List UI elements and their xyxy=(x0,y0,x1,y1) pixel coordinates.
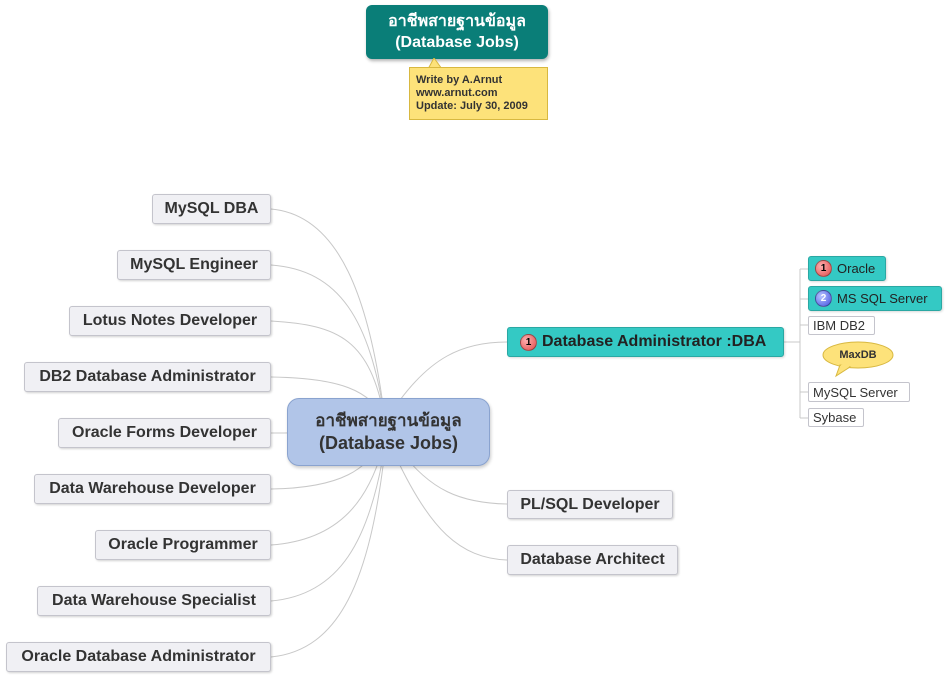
topic-mysql-dba[interactable]: MySQL DBA xyxy=(152,194,271,224)
topic-mysql-engineer[interactable]: MySQL Engineer xyxy=(117,250,271,280)
link-dba xyxy=(399,341,508,401)
topic-dba-label: Database Administrator :DBA xyxy=(542,333,767,350)
subtopic-ms-sql-server[interactable]: 2 MS SQL Server xyxy=(808,286,942,311)
author-note[interactable]: Write by A.Arnut www.arnut.com Update: J… xyxy=(409,67,548,120)
subtopic-mssql-label: MS SQL Server xyxy=(837,291,928,306)
link-dba-bracket xyxy=(784,268,808,419)
note-author: Write by A.Arnut xyxy=(416,74,503,86)
topic-db2-database-administrator[interactable]: DB2 Database Administrator xyxy=(24,362,271,392)
topic-database-administrator[interactable]: 1 Database Administrator :DBA xyxy=(507,327,784,357)
central-topic[interactable]: อาชีพสายฐานข้อมูล (Database Jobs) xyxy=(287,398,490,466)
map-title[interactable]: อาชีพสายฐานข้อมูล (Database Jobs) xyxy=(366,5,548,59)
subtopic-mysql-server[interactable]: MySQL Server xyxy=(808,382,910,402)
priority-2-icon: 2 xyxy=(815,290,832,307)
link-dw-specialist xyxy=(270,444,386,602)
topic-oracle-programmer[interactable]: Oracle Programmer xyxy=(95,530,271,560)
central-topic-line2: (Database Jobs) xyxy=(318,433,459,453)
topic-database-architect[interactable]: Database Architect xyxy=(507,545,678,575)
topic-data-warehouse-developer[interactable]: Data Warehouse Developer xyxy=(34,474,271,504)
subtopic-oracle-label: Oracle xyxy=(837,261,876,276)
subtopic-oracle[interactable]: 1 Oracle xyxy=(808,256,886,281)
maxdb-callout-shape xyxy=(822,341,894,378)
link-mysql-engineer xyxy=(270,264,386,421)
link-oracle-dba xyxy=(270,449,386,658)
map-title-line1: อาชีพสายฐานข้อมูล xyxy=(388,13,526,30)
priority-1-icon: 1 xyxy=(815,260,832,277)
priority-1-icon: 1 xyxy=(520,333,537,351)
link-mysql-dba xyxy=(270,208,386,421)
subtopic-ibm-db2[interactable]: IBM DB2 xyxy=(808,316,875,335)
note-update-date: Update: July 30, 2009 xyxy=(416,100,528,112)
map-title-line2: (Database Jobs) xyxy=(395,34,519,51)
link-architect xyxy=(394,454,508,561)
link-lotus-notes xyxy=(270,320,386,421)
topic-oracle-database-administrator[interactable]: Oracle Database Administrator xyxy=(6,642,271,672)
topic-plsql-developer[interactable]: PL/SQL Developer xyxy=(507,490,673,519)
note-website: www.arnut.com xyxy=(416,87,498,99)
topic-oracle-forms-developer[interactable]: Oracle Forms Developer xyxy=(58,418,271,448)
topic-data-warehouse-specialist[interactable]: Data Warehouse Specialist xyxy=(37,586,271,616)
subtopic-sybase[interactable]: Sybase xyxy=(808,408,864,427)
topic-lotus-notes-developer[interactable]: Lotus Notes Developer xyxy=(69,306,271,336)
callout-maxdb[interactable]: MaxDB xyxy=(839,349,877,361)
central-topic-line1: อาชีพสายฐานข้อมูล xyxy=(315,411,462,430)
